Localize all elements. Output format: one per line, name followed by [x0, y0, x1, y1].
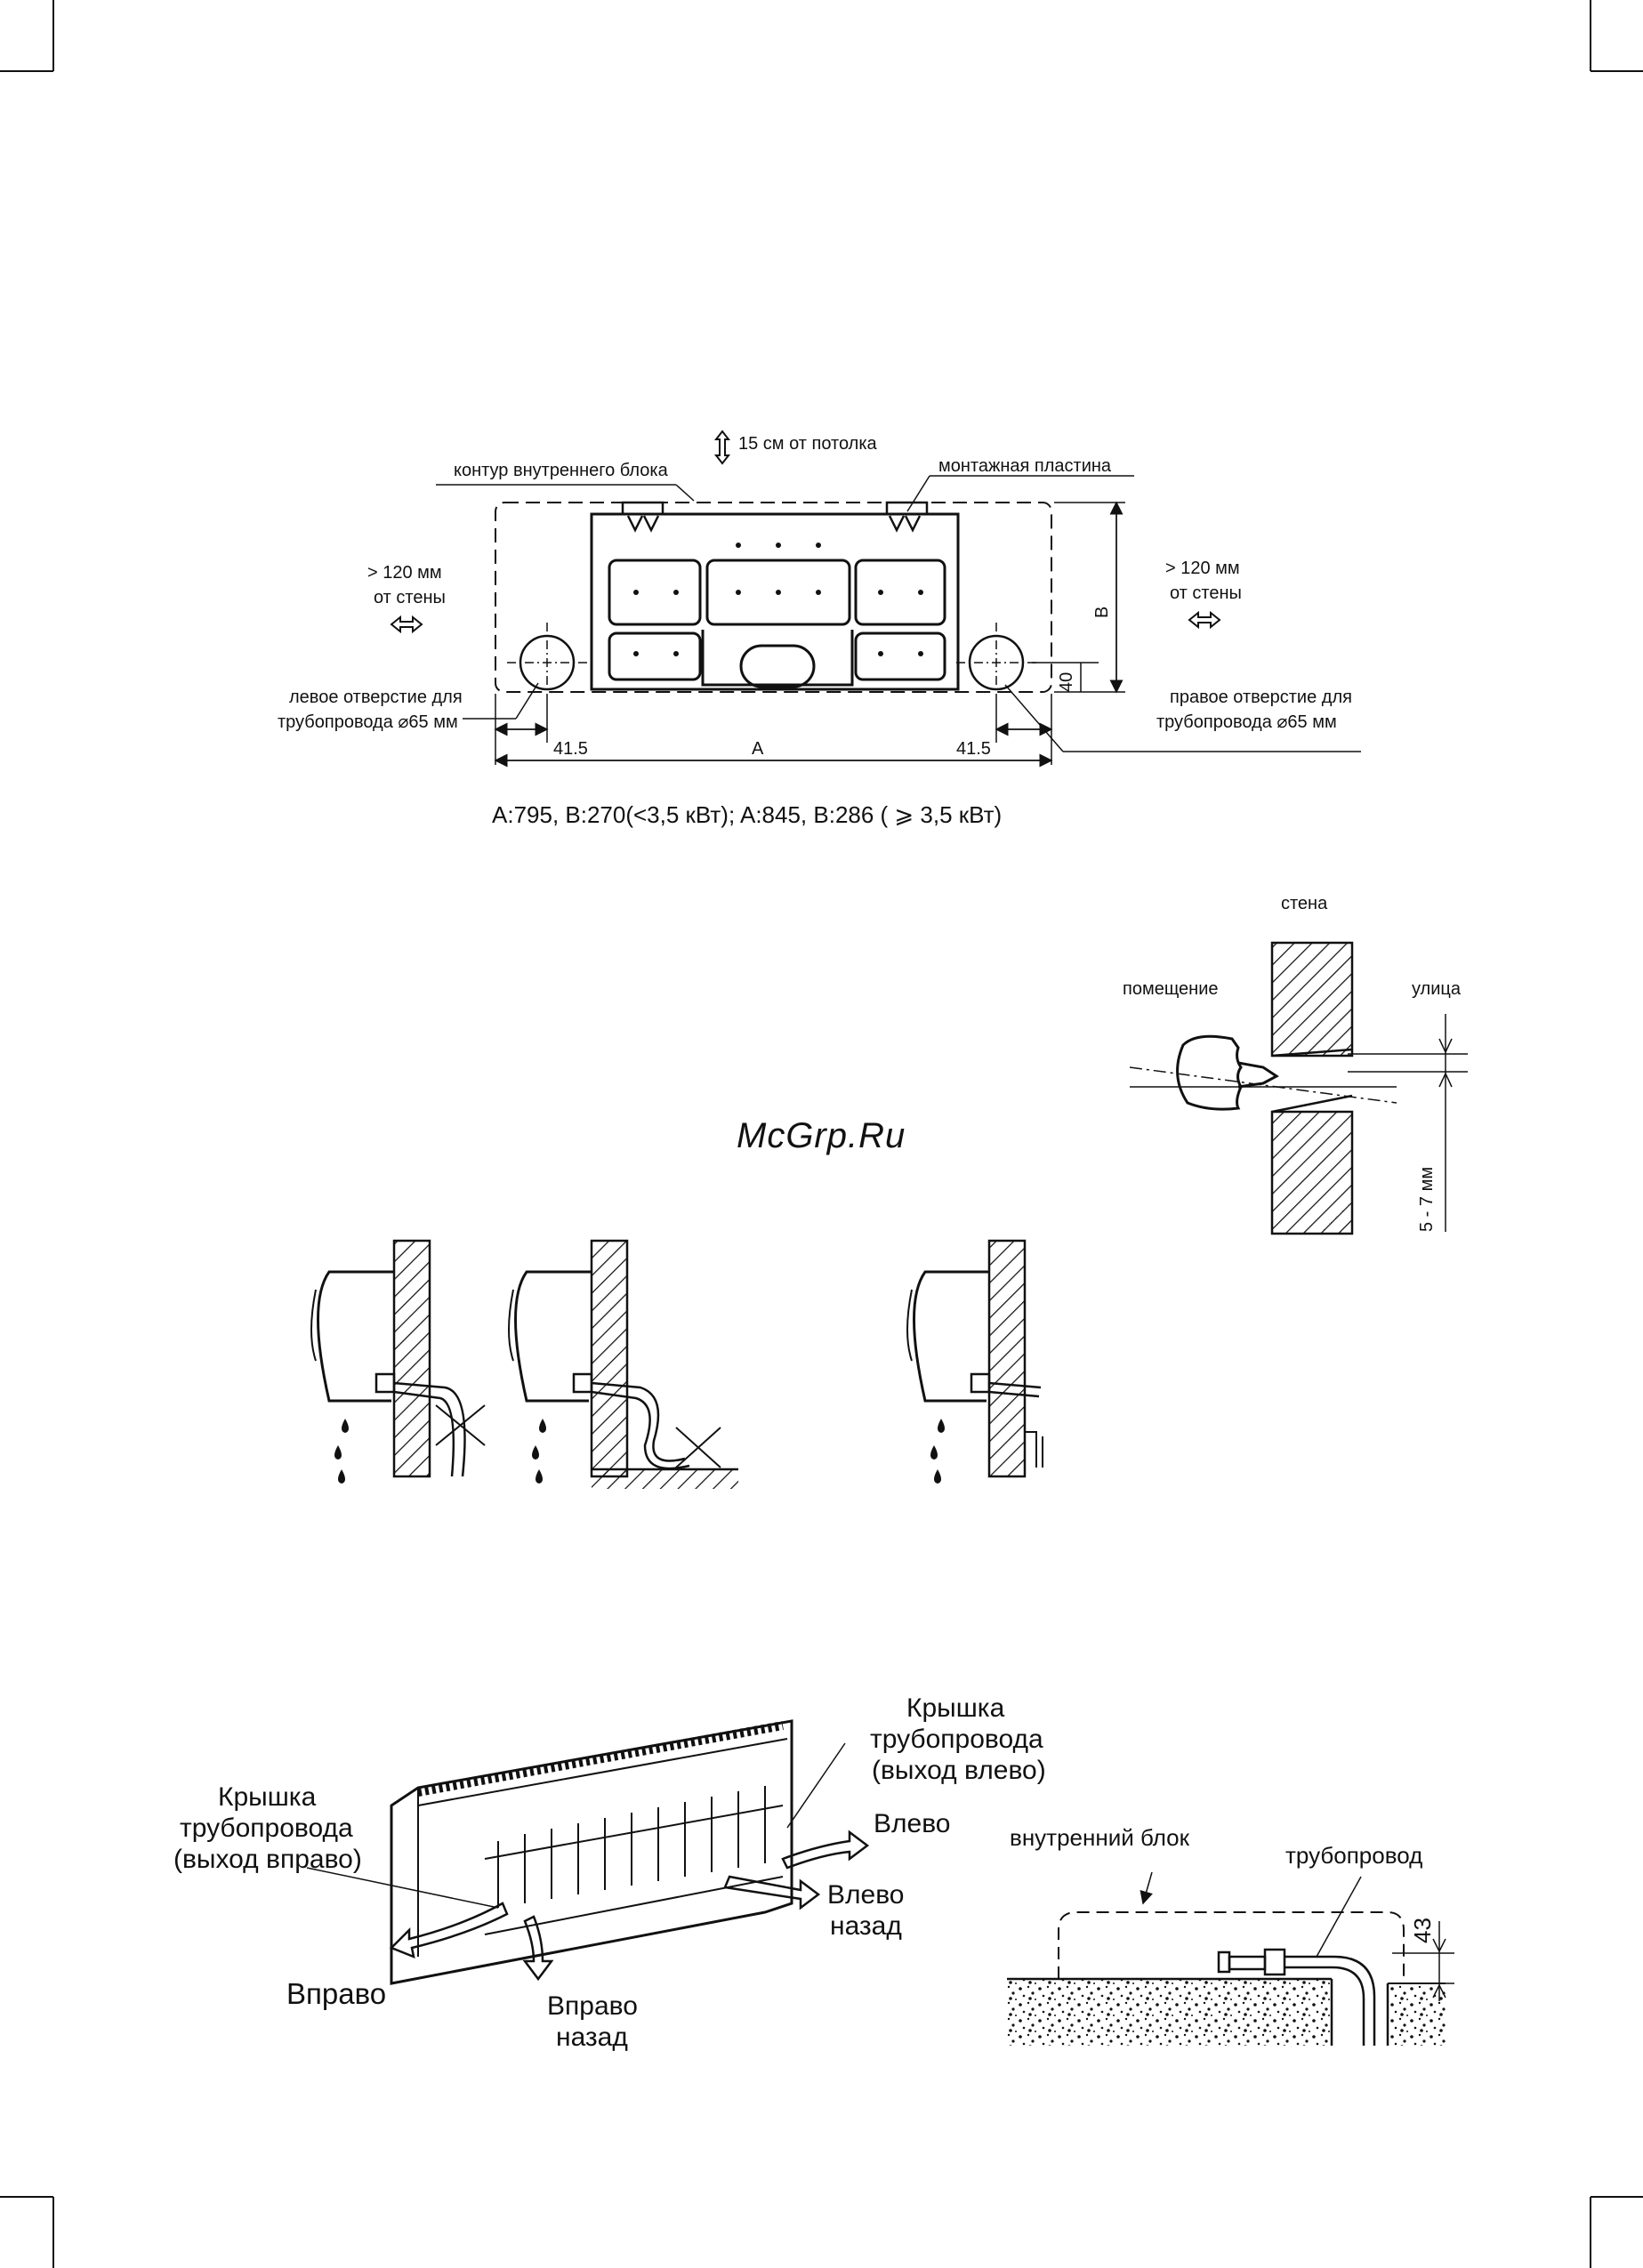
cover-left-line2: трубопровода	[870, 1725, 1043, 1754]
cover-left-line3: (выход влево)	[872, 1756, 1046, 1785]
left-wall-line1: > 120 мм	[367, 563, 442, 583]
dim-40-label: 40	[1057, 672, 1076, 692]
plate-label: монтажная пластина	[938, 456, 1112, 476]
direction-left-back-line1: Влево	[827, 1880, 904, 1910]
wall-label: стена	[1281, 894, 1328, 913]
plate-holes	[633, 543, 923, 656]
model-spec: A:795, B:270(<3,5 кВт); A:845, B:286 ( ⩾…	[492, 801, 1002, 828]
room-label: помещение	[1123, 979, 1219, 999]
left-hole-line2: трубопровода ⌀65 мм	[278, 712, 458, 732]
right-wall-line1: > 120 мм	[1165, 559, 1240, 578]
street-label: улица	[1412, 979, 1462, 999]
drain-example-coiled	[508, 1239, 738, 1489]
pipe-dim-label: 43	[1409, 1918, 1436, 1943]
slope-label: 5 - 7 мм	[1417, 1167, 1437, 1232]
indoor-unit-body	[390, 1719, 793, 1985]
right-pipe-hole	[956, 623, 1036, 703]
drill-icon	[1176, 1034, 1279, 1111]
dim-left-label: 41.5	[553, 739, 588, 759]
wall-hole-diagram: стена помещение улица 5 - 7 мм	[1123, 894, 1468, 1235]
plate-hooks-right	[885, 501, 929, 533]
dim-a-label: A	[752, 739, 764, 759]
pipe-icon	[1217, 1948, 1389, 2046]
right-wall-line2: от стены	[1170, 583, 1242, 603]
right-hole-line2: трубопровода ⌀65 мм	[1156, 712, 1337, 732]
pipe-label: трубопровод	[1285, 1842, 1422, 1869]
left-hole-line1: левое отверстие для	[289, 688, 463, 707]
indoor-outline-label: контур внутреннего блока	[454, 461, 669, 480]
unit-louvers	[484, 1786, 784, 1935]
watermark: McGrp.Ru	[737, 1116, 906, 1155]
plate-hooks-left	[621, 501, 664, 533]
indoor-unit-outline	[495, 502, 1052, 693]
mounting-plate-diagram: 15 см от потолка контур внутреннего блок…	[278, 430, 1361, 828]
cover-left-line1: Крышка	[906, 1693, 1005, 1723]
cover-right-line3: (выход вправо)	[173, 1845, 362, 1874]
ceiling-note: 15 см от потолка	[738, 434, 878, 454]
drain-example-rising	[310, 1239, 486, 1484]
dim-b-label: B	[1092, 607, 1112, 618]
cover-right-line1: Крышка	[218, 1782, 317, 1812]
direction-left: Влево	[874, 1809, 950, 1838]
direction-right-back-line2: назад	[556, 2023, 628, 2052]
right-hole-line1: правое отверстие для	[1170, 688, 1352, 707]
drain-example-submerged	[906, 1239, 1043, 1484]
indoor-unit-label: внутренний блок	[1010, 1824, 1190, 1851]
dim-right-label: 41.5	[956, 739, 991, 759]
left-wall-line2: от стены	[374, 588, 446, 607]
cover-right-line2: трубопровода	[180, 1814, 353, 1843]
direction-right: Вправо	[286, 1977, 386, 2010]
direction-left-back-line2: назад	[830, 1911, 902, 1941]
wall-distance-arrow-icon-left	[390, 615, 423, 634]
left-pipe-hole	[507, 623, 587, 703]
dimension-lines	[494, 501, 1125, 768]
direction-right-back-line1: Вправо	[547, 1991, 638, 2021]
wall-distance-arrow-icon-right	[1188, 610, 1221, 630]
plate-cutouts	[608, 559, 946, 688]
ceiling-arrow-icon	[713, 430, 731, 465]
direction-arrows	[389, 1830, 870, 1982]
wall-upper	[1270, 941, 1354, 1058]
drain-hose-examples	[310, 1239, 1043, 1489]
mounting-plate	[590, 512, 960, 691]
pipe-outlet-diagram: Крышка трубопровода (выход влево) Крышка…	[173, 1693, 1046, 2052]
pipe-section-diagram: внутренний блок трубопровод 43	[1007, 1824, 1454, 2046]
wall-lower	[1270, 1110, 1354, 1235]
